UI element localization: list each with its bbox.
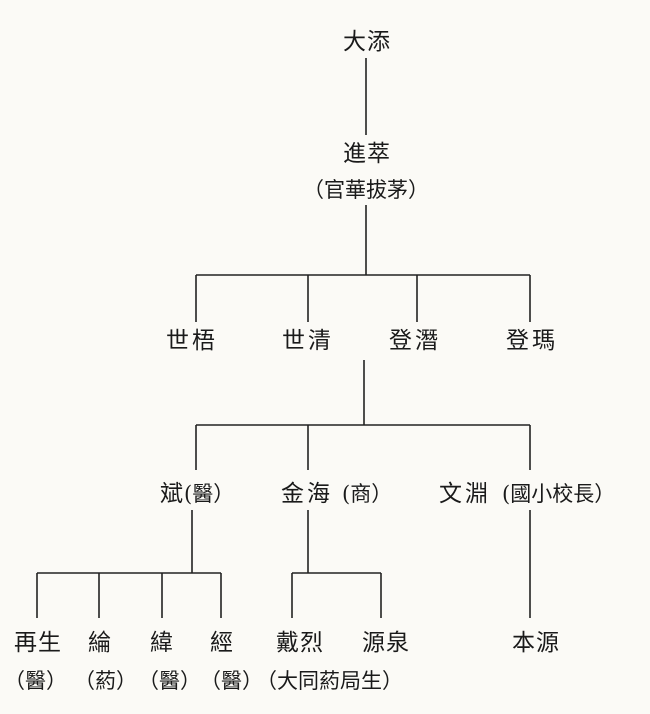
node-zaisheng-note: （醫） bbox=[4, 669, 67, 693]
node-jincui-note: （官華拔茅） bbox=[303, 178, 429, 202]
node-lun-note: （葯） bbox=[74, 669, 137, 693]
node-wenyuan: 文淵 bbox=[439, 481, 491, 507]
node-wenyuan-note: (國小校長） bbox=[502, 482, 616, 506]
node-shiqing: 世清 bbox=[282, 328, 334, 354]
node-yuanquan: 源泉 bbox=[362, 630, 410, 656]
node-dailie-note: （大同葯局生） bbox=[256, 669, 403, 693]
node-wei: 緯 bbox=[150, 630, 174, 656]
node-benyuan: 本源 bbox=[512, 630, 560, 656]
node-jinhai: 金海 bbox=[281, 481, 333, 507]
node-bin-note: (醫） bbox=[184, 482, 235, 506]
node-jincui: 進萃 bbox=[343, 141, 391, 167]
node-jinhai-note: (商） bbox=[342, 482, 393, 506]
node-jing-note: （醫） bbox=[200, 669, 263, 693]
node-lun: 綸 bbox=[88, 630, 112, 656]
node-jing: 經 bbox=[210, 630, 234, 656]
node-dengru: 登瑪 bbox=[506, 328, 558, 354]
node-shiwu: 世梧 bbox=[166, 328, 218, 354]
node-dengqian: 登潛 bbox=[389, 328, 441, 354]
node-dating: 大添 bbox=[343, 29, 391, 55]
node-bin: 斌 bbox=[160, 481, 184, 507]
node-wei-note: （醫） bbox=[138, 669, 201, 693]
node-dailie: 戴烈 bbox=[276, 630, 324, 656]
node-zaisheng: 再生 bbox=[14, 630, 62, 656]
